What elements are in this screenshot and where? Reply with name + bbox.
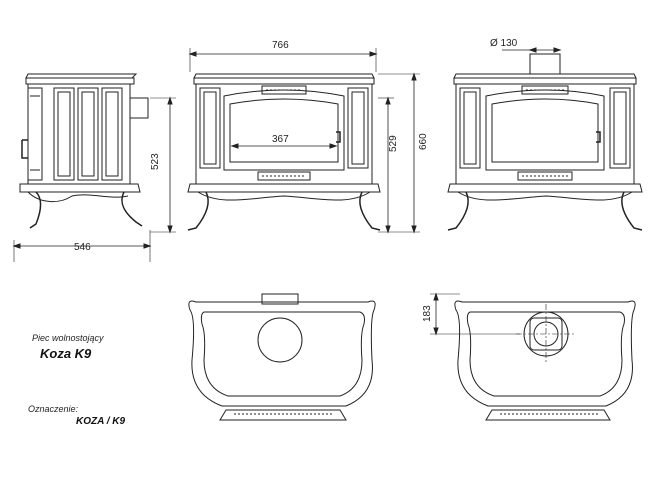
dim-front-height-inner: 529 [388,135,399,152]
dim-side-height: 523 [150,153,161,170]
product-name: Koza K9 [40,346,92,361]
dim-door-width: 367 [272,134,289,145]
dim-front-height-total: 660 [418,133,429,150]
front-view: 766 367 529 [187,40,429,234]
product-type-label: Piec wolnostojący [32,333,104,343]
front-view-flue: Ø 130 [447,38,643,231]
dim-flue-offset: 183 [422,305,433,322]
designation-value: KOZA / K9 [76,416,126,427]
dim-width: 766 [272,40,289,51]
designation-label: Oznaczenie: [28,404,79,414]
top-view-center [188,293,376,421]
dim-depth: 546 [74,242,91,253]
dim-flue-diameter: Ø 130 [490,38,518,49]
side-view: 546 523 [12,73,176,262]
top-view-right: 183 [422,292,636,421]
